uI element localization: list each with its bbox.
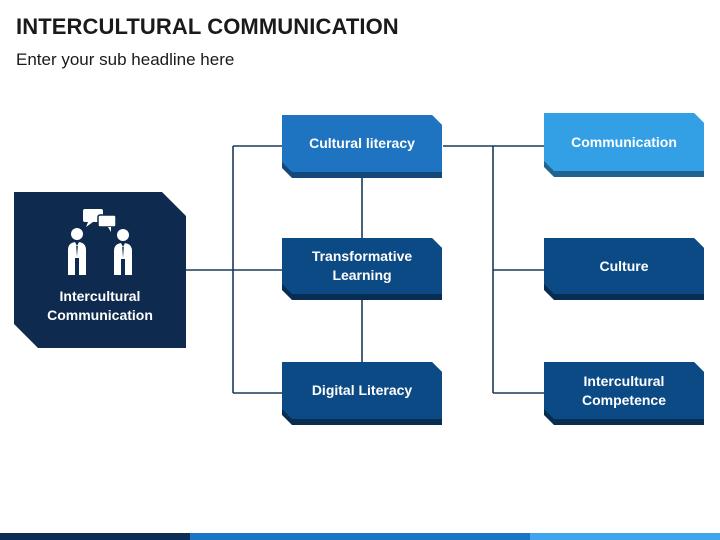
two-people-talking-icon xyxy=(68,209,132,275)
page-subtitle: Enter your sub headline here xyxy=(16,50,235,69)
node-transformative-learning-face xyxy=(282,238,442,294)
node-label-culture: Culture xyxy=(599,257,649,274)
bottom-bar-segment xyxy=(530,533,720,540)
node-communication-face xyxy=(544,113,704,171)
node-label-communication: Communication xyxy=(571,133,677,150)
node-intercultural-competence xyxy=(544,362,704,425)
node-transformative-learning xyxy=(282,238,442,300)
node-label-cultural-literacy: Cultural literacy xyxy=(309,135,415,151)
node-cultural-literacy-face xyxy=(282,115,442,172)
bottom-bar-segment xyxy=(0,533,190,540)
node-intercultural-competence-face xyxy=(544,362,704,419)
node-culture-face xyxy=(544,238,704,294)
bottom-bar-segment xyxy=(190,533,530,540)
node-communication xyxy=(544,113,704,177)
node-digital-literacy-face xyxy=(282,362,442,419)
node-label-digital-literacy: Digital Literacy xyxy=(311,382,413,398)
node-main xyxy=(14,192,186,348)
page-title: INTERCULTURAL COMMUNICATION xyxy=(16,14,399,39)
bottom-accent-bar xyxy=(0,533,720,540)
node-digital-literacy xyxy=(282,362,442,425)
node-main-face xyxy=(14,192,186,348)
connectors xyxy=(186,145,544,394)
node-culture xyxy=(544,238,704,300)
node-cultural-literacy xyxy=(282,115,442,178)
node-shapes xyxy=(14,113,704,425)
